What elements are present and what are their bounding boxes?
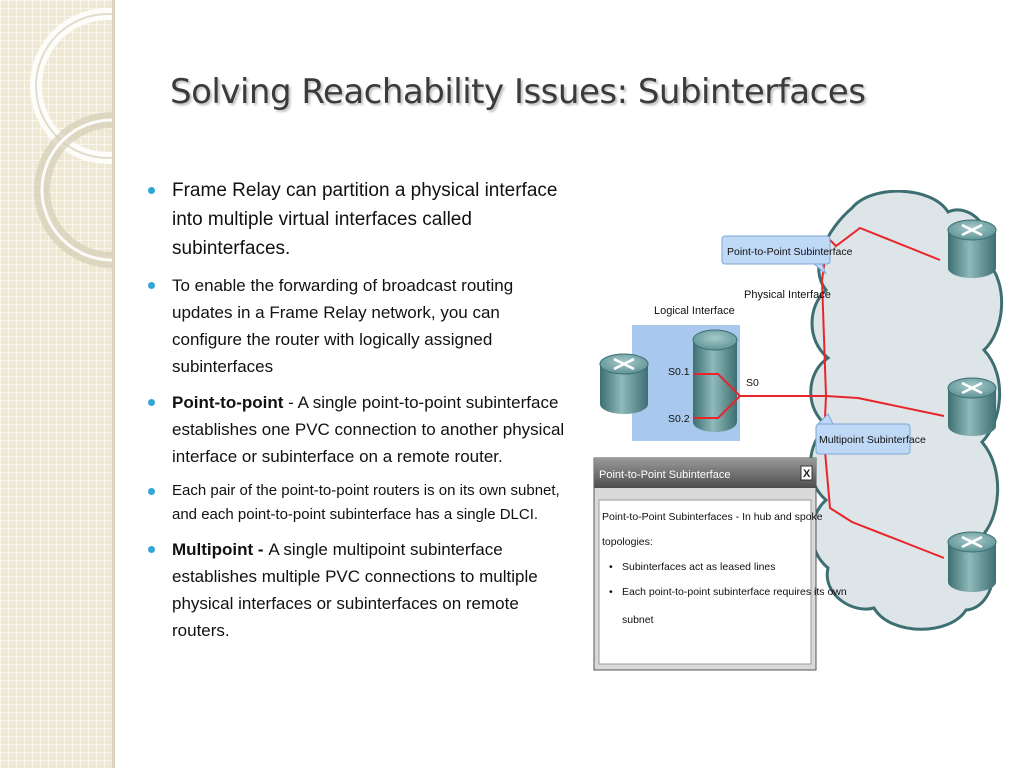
decorative-circles [30,8,112,268]
router-arrows-icon [961,381,983,395]
popup-body-line: Point-to-Point Subinterfaces - In hub an… [602,511,823,523]
popup-list-item: Each point-to-point subinterface require… [622,586,847,598]
bullet-text: Frame Relay can partition a physical int… [172,180,558,259]
router-arrows-icon [613,357,635,371]
popup-title: Point-to-Point Subinterface [599,469,730,481]
close-icon: X [803,468,811,480]
multipoint-subinterface-callout: Multipoint Subinterface [815,413,926,455]
bullet-item: To enable the forwarding of broadcast ro… [148,272,568,380]
router-remote-top [947,219,997,278]
bullet-item: Frame Relay can partition a physical int… [148,176,568,263]
s0-label: S0 [746,377,759,389]
bullet-item: Multipoint - A single multipoint subinte… [148,536,568,644]
popup-close-button[interactable]: X [800,465,813,481]
s01-label: S0.1 [668,366,690,378]
bullet-item: Each pair of the point-to-point routers … [148,479,568,527]
popup-body-line: topologies: [602,536,653,548]
bullet-bold: Point-to-point [172,393,284,412]
ptp-popup-window: Point-to-Point Subinterface X Point-to-P… [593,457,847,671]
slide-title: Solving Reachability Issues: Subinterfac… [170,72,866,112]
router-center [692,329,738,432]
router-arrows-icon [961,223,983,237]
bullet-bold: Multipoint - [172,540,269,559]
bullet-list: Frame Relay can partition a physical int… [148,176,568,653]
router-arrows-icon [961,535,983,549]
popup-title-bar [594,458,816,488]
ptp-subinterface-callout: Point-to-Point Subinterface [721,235,853,275]
logical-interface-label: Logical Interface [654,305,735,317]
multipoint-callout-label: Multipoint Subinterface [819,434,926,446]
popup-bullet-icon: • [609,561,613,573]
ptp-callout-label: Point-to-Point Subinterface [727,246,853,258]
popup-list-item: Subinterfaces act as leased lines [622,561,776,573]
router-remote-bottom [947,531,997,592]
popup-bullet-icon: • [609,586,613,598]
s02-label: S0.2 [668,413,690,425]
popup-body [598,499,812,665]
physical-interface-label: Physical Interface [744,289,831,301]
frame-relay-diagram: Logical Interface S0.1 S0.2 S0 [593,190,1004,671]
bullet-item: Point-to-point - A single point-to-point… [148,389,568,470]
bullet-text: Each pair of the point-to-point routers … [172,482,560,523]
bullet-text: - A single point-to-point subinterface e… [172,393,565,466]
router-remote-middle [947,377,997,436]
popup-list-item: subnet [622,614,654,626]
bullet-text: To enable the forwarding of broadcast ro… [172,276,514,376]
sidebar-decoration [0,0,115,768]
router-left [599,353,649,414]
bullet-text: A single multipoint subinterface establi… [172,540,538,640]
